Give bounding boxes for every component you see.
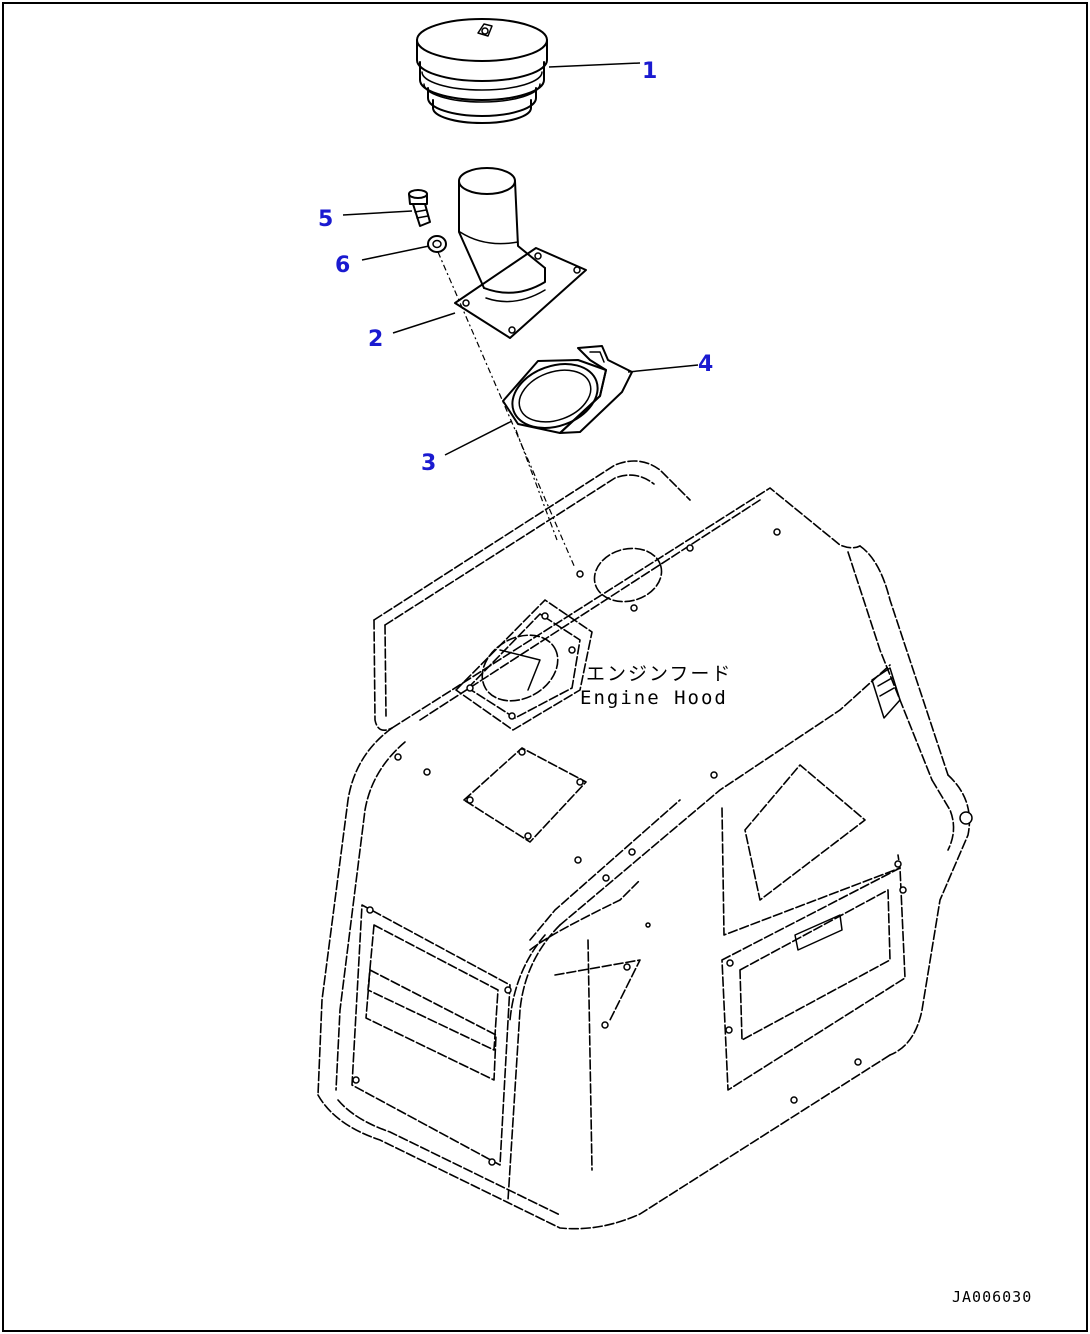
drawing-code: JA006030 (952, 1288, 1032, 1306)
callout-4: 4 (698, 352, 713, 377)
pipe-center-line (515, 429, 558, 541)
plate-part (559, 345, 633, 434)
gasket-part (502, 359, 607, 434)
callout-6: 6 (335, 253, 350, 278)
engine-hood-label-japanese: エンジンフード (586, 663, 732, 685)
bolt-part (408, 189, 431, 227)
callout-5: 5 (318, 207, 333, 232)
callout-1: 1 (642, 59, 657, 84)
callout-2: 2 (368, 327, 383, 352)
engine-hood (317, 460, 973, 1230)
leader-2 (392, 312, 456, 334)
leader-lines (342, 62, 699, 456)
pipe-part (454, 167, 587, 339)
washer-part (427, 235, 447, 253)
leader-3 (444, 420, 513, 456)
leader-1 (548, 62, 641, 68)
engine-hood-label-english: Engine Hood (580, 687, 728, 709)
leader-5 (342, 210, 413, 216)
bolt-center-line (437, 251, 576, 569)
leader-6 (361, 245, 430, 261)
leader-4 (627, 364, 699, 373)
callout-3: 3 (421, 451, 436, 476)
cap-part (416, 18, 548, 124)
